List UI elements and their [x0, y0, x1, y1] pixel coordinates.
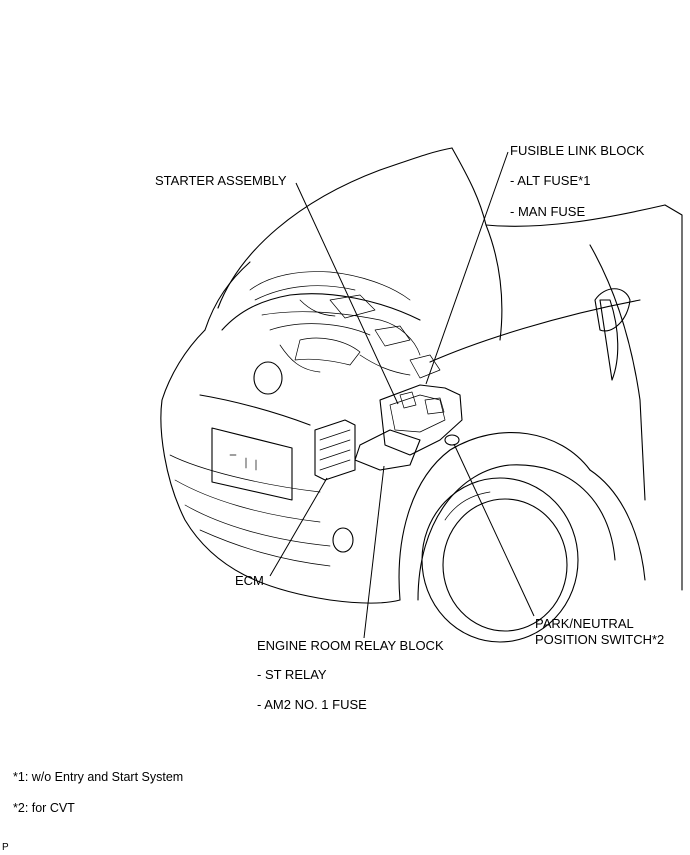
car-body-outline — [160, 147, 683, 643]
label-alt-fuse: - ALT FUSE*1 — [510, 173, 591, 188]
label-park-neutral-line1: PARK/NEUTRAL — [535, 616, 634, 631]
label-st-relay: - ST RELAY — [257, 667, 327, 682]
label-engine-room-relay-block: ENGINE ROOM RELAY BLOCK — [257, 638, 444, 653]
leader-starter-assembly — [295, 182, 399, 405]
label-am2-fuse: - AM2 NO. 1 FUSE — [257, 697, 367, 712]
label-fusible-link-block: FUSIBLE LINK BLOCK — [510, 143, 645, 158]
label-starter-assembly: STARTER ASSEMBLY — [155, 173, 287, 188]
leader-fusible-link-block — [425, 151, 509, 385]
footnote-1: *1: w/o Entry and Start System — [13, 770, 184, 784]
label-park-neutral-line2: POSITION SWITCH*2 — [535, 632, 665, 647]
leader-ecm — [269, 477, 328, 577]
footnote-2: *2: for CVT — [13, 801, 75, 815]
relay-block-assembly — [354, 384, 463, 471]
page-mark: P — [2, 842, 9, 853]
label-man-fuse: - MAN FUSE — [510, 204, 586, 219]
label-ecm: ECM — [235, 573, 264, 588]
leader-engine-room-relay-block — [363, 465, 385, 639]
ecm-unit — [314, 419, 356, 481]
engine-bay-components — [249, 271, 441, 379]
leader-park-neutral-switch — [453, 443, 535, 617]
leader-lines — [269, 151, 535, 639]
